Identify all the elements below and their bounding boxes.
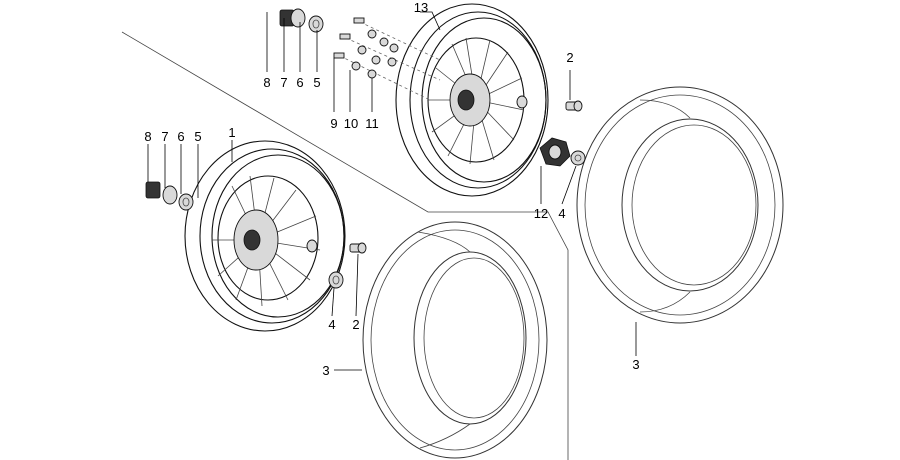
rear-valve xyxy=(565,100,583,112)
callout-labels: 13 2 8 7 6 5 9 10 11 12 4 8 7 6 5 1 4 2 … xyxy=(144,0,639,378)
callout-3-rear: 3 xyxy=(632,357,639,372)
front-valve xyxy=(349,242,367,254)
callout-11: 11 xyxy=(365,116,379,131)
callout-2-front: 2 xyxy=(352,317,359,332)
front-wheel-rim xyxy=(184,140,346,332)
rear-sprocket-hub xyxy=(539,137,586,167)
callout-8-front: 8 xyxy=(144,129,151,144)
callout-6-rear: 6 xyxy=(296,75,303,90)
callout-4-rear: 4 xyxy=(558,206,565,221)
front-tire xyxy=(362,221,548,459)
rear-axle-nut-set xyxy=(279,8,324,33)
callout-7-rear: 7 xyxy=(280,75,287,90)
callout-9: 9 xyxy=(330,116,337,131)
callout-7-front: 7 xyxy=(161,129,168,144)
front-spacer xyxy=(328,271,344,289)
front-axle-nut-set xyxy=(145,181,194,211)
callout-6-front: 6 xyxy=(177,129,184,144)
rear-wheel-rim xyxy=(395,3,549,197)
callout-2-rear: 2 xyxy=(566,50,573,65)
callout-8-rear: 8 xyxy=(263,75,270,90)
callout-1: 1 xyxy=(228,125,235,140)
callout-10: 10 xyxy=(344,116,358,131)
leader-lines xyxy=(147,11,637,371)
callout-12: 12 xyxy=(534,206,548,221)
section-divider xyxy=(121,31,569,460)
rear-tire xyxy=(576,86,784,324)
callout-13: 13 xyxy=(414,0,428,15)
callout-3-front: 3 xyxy=(322,363,329,378)
callout-5-front: 5 xyxy=(194,129,201,144)
callout-5-rear: 5 xyxy=(313,75,320,90)
rear-bolts xyxy=(333,17,441,101)
callout-4-front: 4 xyxy=(328,317,335,332)
